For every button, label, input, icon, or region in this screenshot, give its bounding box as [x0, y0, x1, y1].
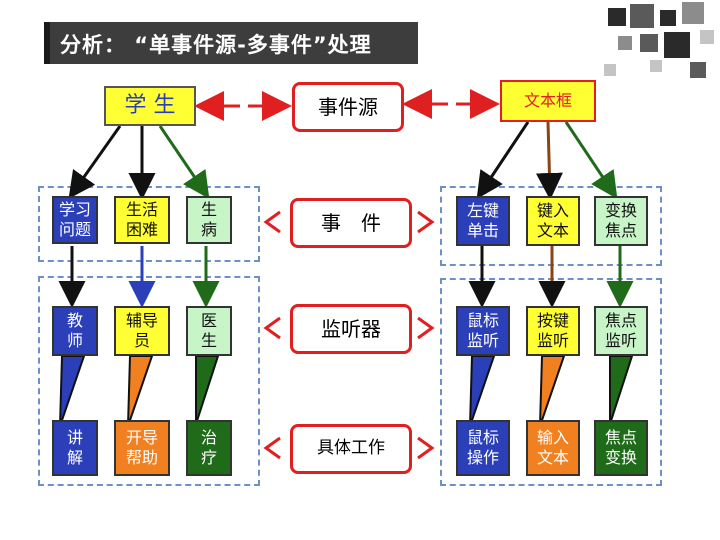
header-bar: 分析： “单事件源-多事件”处理: [44, 22, 418, 64]
event-type-text: 键入 文本: [526, 196, 580, 246]
listener-counselor: 辅导 员: [114, 306, 170, 356]
event-box: 事 件: [290, 198, 412, 248]
left-action-group: [38, 276, 260, 486]
event-life-difficulty: 生活 困难: [114, 196, 170, 244]
event-source-box: 事件源: [292, 82, 404, 132]
listener-teacher: 教 师: [52, 306, 98, 356]
work-focus-change: 焦点 变换: [594, 420, 648, 476]
event-study-problem: 学习 问题: [52, 196, 98, 244]
work-treat: 治 疗: [186, 420, 232, 476]
work-mouse-operation: 鼠标 操作: [456, 420, 510, 476]
event-left-click: 左键 单击: [456, 196, 510, 246]
listener-key: 按键 监听: [526, 306, 580, 356]
textbox-box: 文本框: [500, 80, 596, 122]
work-input-text: 输入 文本: [526, 420, 580, 476]
listener-doctor: 医 生: [186, 306, 232, 356]
listener-mouse: 鼠标 监听: [456, 306, 510, 356]
event-sick: 生 病: [186, 196, 232, 244]
event-focus-change: 变换 焦点: [594, 196, 648, 246]
page-title: 分析： “单事件源-多事件”处理: [60, 33, 372, 57]
work-box: 具体工作: [290, 424, 412, 474]
listener-focus: 焦点 监听: [594, 306, 648, 356]
work-explain: 讲 解: [52, 420, 98, 476]
listener-box: 监听器: [290, 304, 412, 354]
work-help: 开导 帮助: [114, 420, 170, 476]
student-box: 学 生: [104, 86, 196, 126]
